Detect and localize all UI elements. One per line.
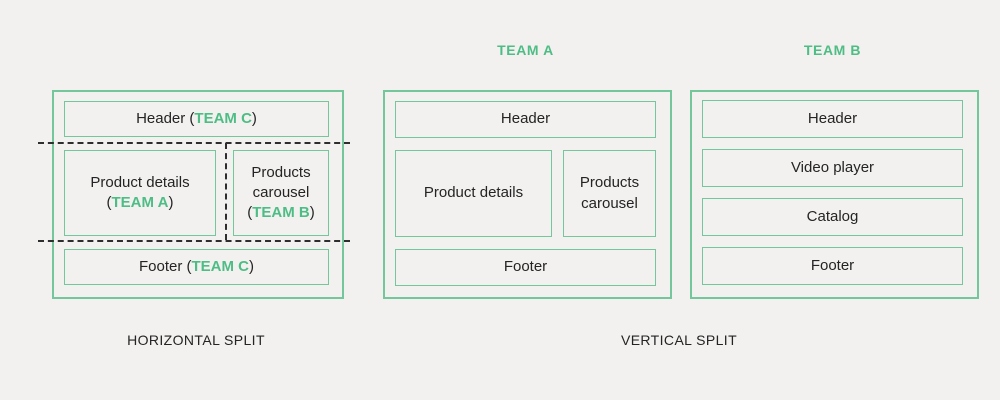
vertical-split-caption: VERTICAL SPLIT — [620, 332, 738, 348]
team-a-products-carousel-box: Products carousel — [563, 150, 656, 237]
team-b-label: TEAM B — [252, 204, 310, 222]
team-a-product-details-box: Product details — [395, 150, 552, 237]
team-b-footer-box: Footer — [702, 247, 963, 285]
hsplit-products-carousel-label-line2: carousel — [252, 183, 310, 201]
team-b-header-label: Header — [807, 109, 858, 127]
team-b-catalog-box: Catalog — [702, 198, 963, 236]
team-a-product-details-label: Product details — [423, 184, 524, 202]
hsplit-footer-box: Footer (TEAM C) — [64, 249, 329, 285]
hsplit-header-label: Header (TEAM C) — [136, 109, 257, 127]
team-a-app-frame: Header Product details Products carousel… — [383, 90, 672, 299]
team-a-footer-box: Footer — [395, 249, 656, 286]
team-b-video-player-box: Video player — [702, 149, 963, 187]
team-b-app-frame: Header Video player Catalog Footer — [690, 90, 979, 299]
hsplit-products-carousel-team: (TEAM B) — [247, 204, 315, 222]
team-a-products-carousel-label-line1: Products — [579, 174, 640, 192]
split-dashed-line-top — [38, 142, 350, 144]
horizontal-split-app-frame: Header (TEAM C) Product details (TEAM A)… — [38, 90, 350, 299]
horizontal-split-caption: HORIZONTAL SPLIT — [127, 332, 265, 348]
hsplit-product-details-team: (TEAM A) — [106, 194, 174, 211]
team-a-header-box: Header — [395, 101, 656, 138]
team-b-title: TEAM B — [803, 42, 862, 58]
hsplit-product-details-box: Product details (TEAM A) — [64, 150, 216, 236]
team-b-catalog-label: Catalog — [806, 207, 859, 225]
split-dashed-line-vertical — [225, 143, 227, 240]
team-a-footer-label: Footer — [503, 258, 548, 276]
team-a-header-label: Header — [500, 110, 551, 128]
team-c-label: TEAM C — [191, 257, 250, 275]
team-a-title: TEAM A — [497, 42, 554, 58]
team-b-video-player-label: Video player — [790, 158, 875, 176]
hsplit-product-details-label: Product details — [90, 173, 190, 191]
hsplit-header-box: Header (TEAM C) — [64, 101, 329, 137]
team-c-label: TEAM C — [194, 109, 252, 127]
team-a-label: TEAM A — [111, 194, 169, 211]
team-b-footer-label: Footer — [810, 256, 855, 274]
team-a-products-carousel-label-line2: carousel — [581, 194, 638, 212]
hsplit-products-carousel-label-line1: Products — [251, 163, 311, 181]
hsplit-footer-label: Footer (TEAM C) — [138, 257, 254, 275]
team-b-header-box: Header — [702, 100, 963, 138]
split-dashed-line-bottom — [38, 240, 350, 242]
hsplit-products-carousel-box: Products carousel (TEAM B) — [233, 150, 329, 236]
